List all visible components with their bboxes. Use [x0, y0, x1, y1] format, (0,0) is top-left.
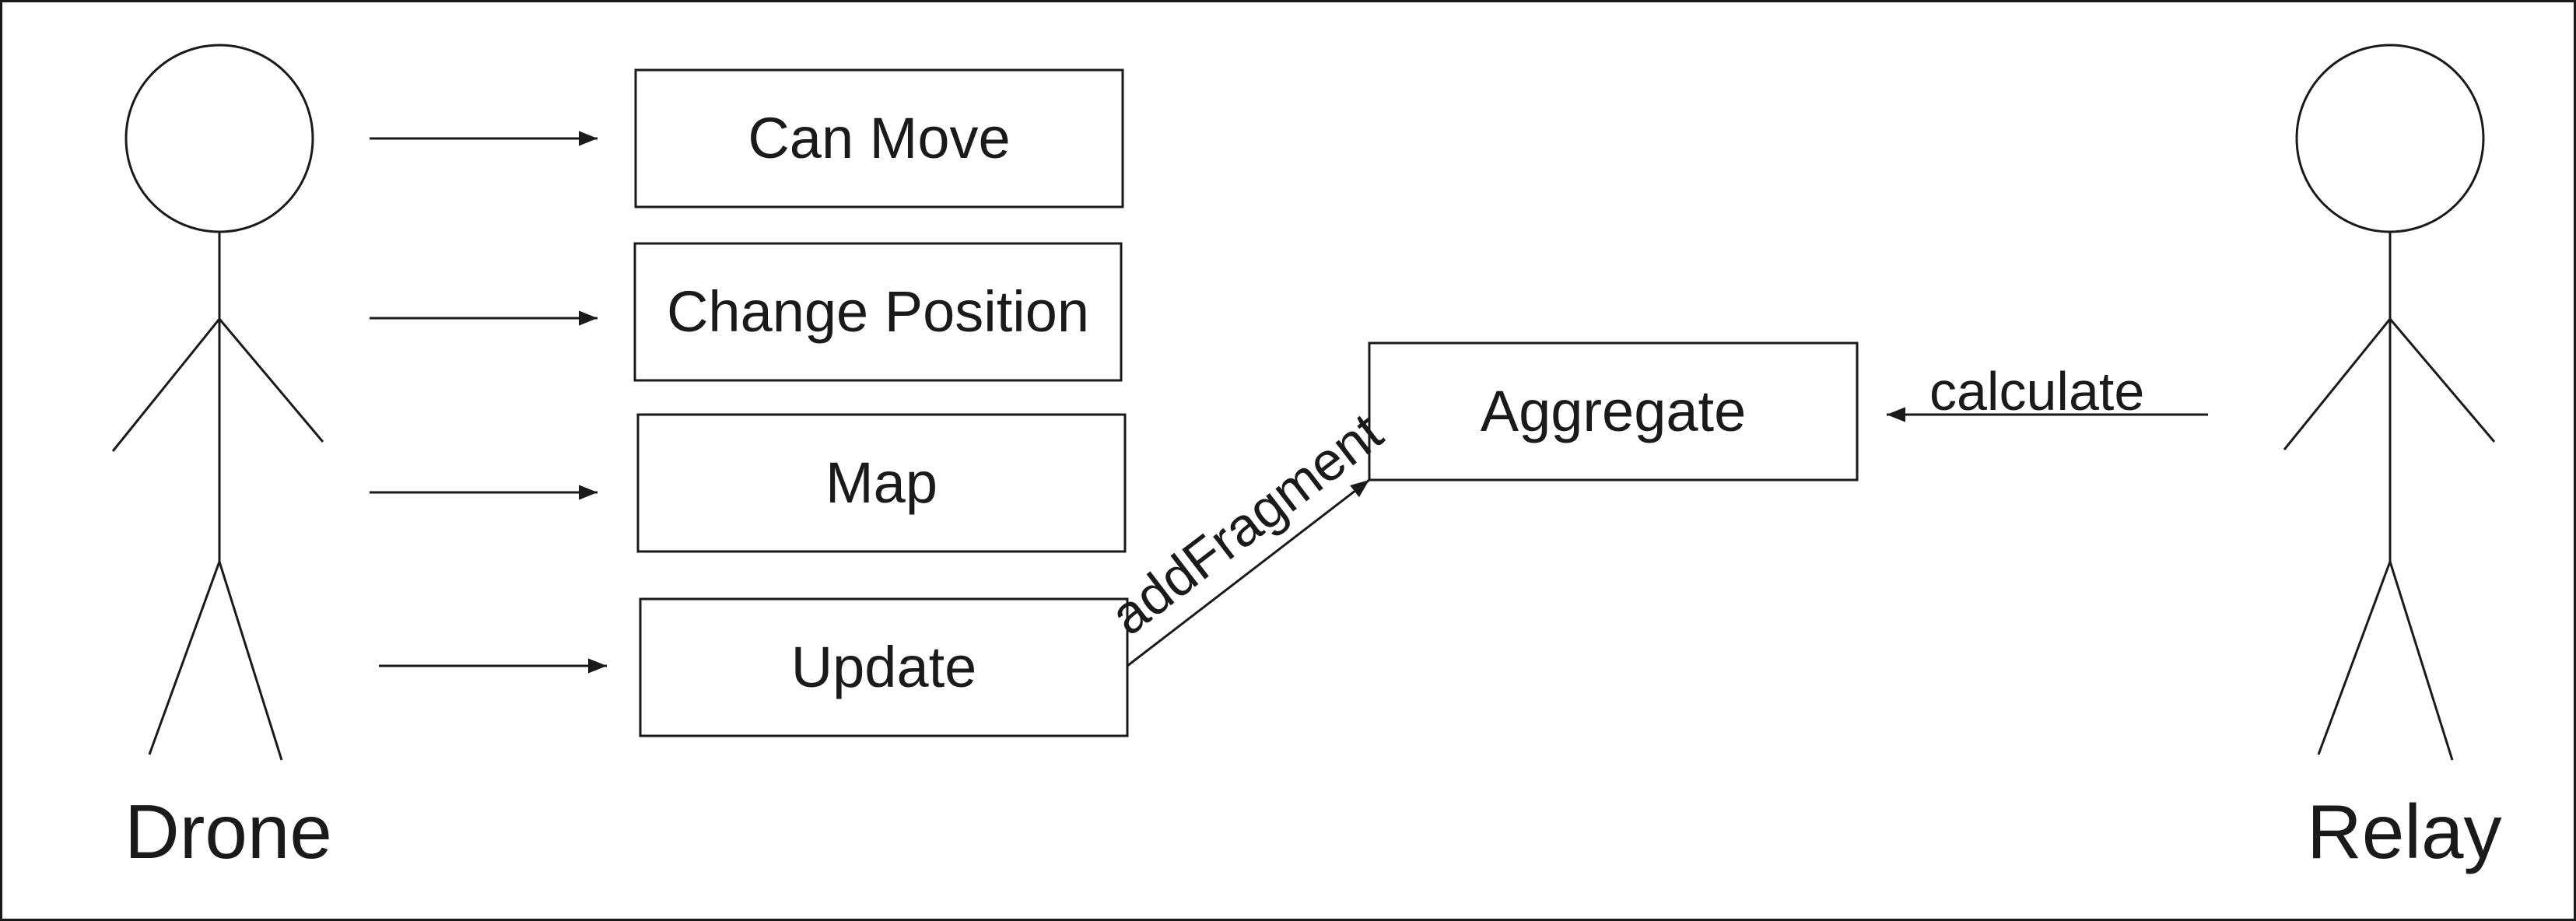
calculate-label: calculate [1929, 361, 2145, 422]
update-label: Update [790, 635, 977, 699]
change-position-box [633, 242, 1123, 382]
relay-actor-right-leg [2388, 561, 2454, 761]
can-move-label: Can Move [748, 106, 1011, 170]
drone-actor-head [124, 44, 314, 233]
change-position-label: Change Position [666, 279, 1090, 344]
drone-actor-right-leg [218, 561, 283, 761]
drone-actor-figure [111, 44, 324, 761]
relay-actor-label: Relay [2307, 789, 2502, 874]
relay-actor-left-arm [2283, 318, 2392, 450]
relay-actor-right-arm [2388, 318, 2496, 443]
relay-actor-head [2295, 44, 2485, 233]
update-to-aggregate-arrow [1127, 478, 1370, 667]
drone-actor-left-arm [111, 318, 221, 452]
map-label: Map [825, 450, 938, 515]
map-box [636, 413, 1127, 553]
update-box [639, 597, 1129, 737]
can-move-box [634, 68, 1124, 208]
drone-actor-left-leg [148, 561, 221, 755]
aggregate-box [1368, 341, 1859, 482]
drone-actor-label: Drone [124, 789, 332, 874]
aggregate-label: Aggregate [1480, 379, 1747, 443]
relay-actor-left-leg [2317, 561, 2392, 755]
drone-actor-right-arm [218, 318, 324, 443]
relay-actor-figure [2283, 44, 2496, 761]
